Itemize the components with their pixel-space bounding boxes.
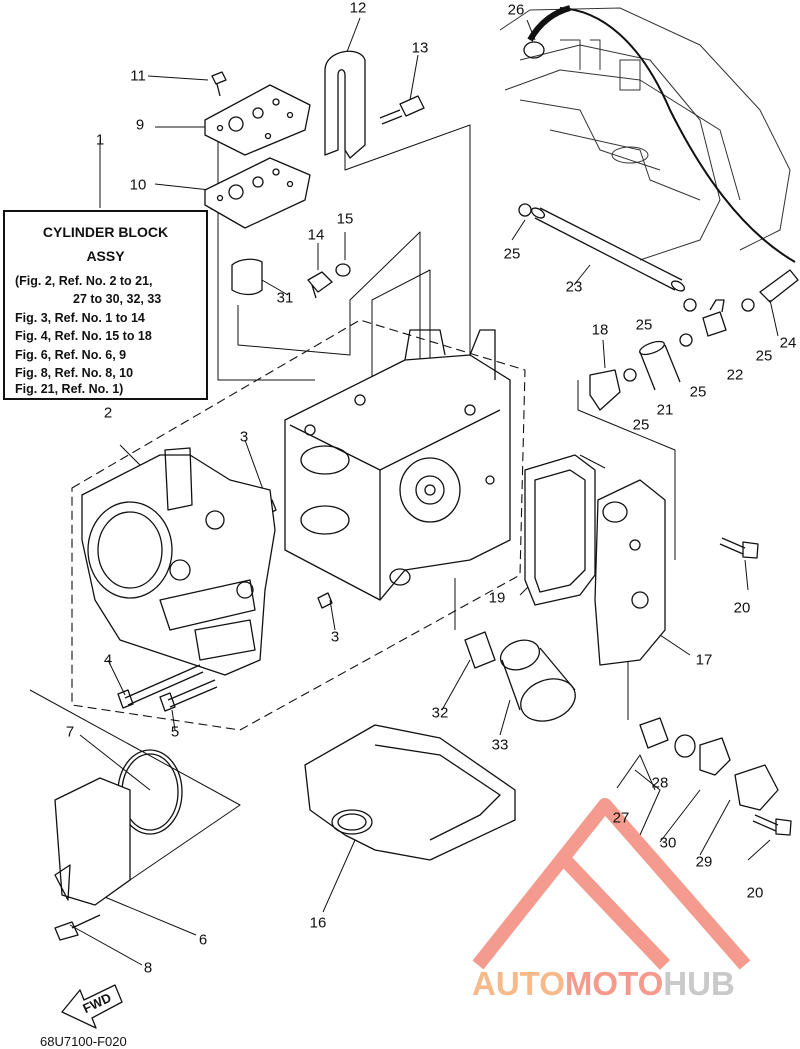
gasket-10	[204, 157, 311, 229]
callout-14: 14	[307, 226, 325, 244]
bolt-20b	[752, 814, 792, 836]
callout-4: 4	[103, 651, 113, 669]
housing-29	[734, 764, 779, 811]
info-line: (Fig. 2, Ref. No. 2 to 21,	[15, 274, 153, 288]
callout-7: 7	[65, 723, 75, 741]
callout-17: 17	[695, 651, 713, 669]
cover-6	[54, 777, 131, 906]
callout-24: 24	[779, 334, 797, 352]
part-27	[639, 717, 669, 749]
callout-2: 2	[103, 404, 113, 422]
callout-20: 20	[733, 599, 751, 617]
info-line: Fig. 4, Ref. No. 15 to 18	[15, 329, 152, 343]
stud-32	[464, 631, 496, 669]
hose-end-24	[759, 269, 799, 303]
info-line: Fig. 8, Ref. No. 8, 10	[15, 366, 134, 380]
bolt-5	[159, 679, 218, 712]
callout-22: 22	[726, 366, 744, 384]
callout-25: 25	[755, 347, 773, 365]
washer-28	[674, 734, 696, 758]
clip-26	[523, 41, 545, 59]
callout-25: 25	[503, 245, 521, 263]
callout-21: 21	[656, 401, 674, 419]
bracket-12	[324, 50, 366, 159]
callout-3: 3	[330, 628, 340, 646]
info-line: Fig. 3, Ref. No. 1 to 14	[15, 311, 145, 325]
plate-9	[204, 84, 311, 156]
clips-25	[518, 203, 755, 382]
pipe-23	[534, 207, 683, 291]
cover-17	[594, 479, 666, 666]
washer-15	[335, 263, 351, 277]
callout-16: 16	[309, 914, 327, 932]
bolt-11	[211, 71, 227, 97]
bolt-4	[117, 664, 204, 709]
bolt-20a	[719, 537, 759, 559]
info-box: CYLINDER BLOCK ASSY (Fig. 2, Ref. No. 2 …	[3, 210, 208, 400]
watermark-part-2: MOTO	[564, 965, 664, 1002]
callout-11: 11	[130, 67, 146, 85]
callout-25: 25	[635, 316, 653, 334]
callout-19: 19	[488, 589, 506, 607]
callout-32: 32	[431, 704, 449, 722]
callout-3: 3	[239, 428, 249, 446]
plug-14	[307, 271, 333, 299]
leader-lines	[69, 17, 779, 966]
drawing-code: 68U7100-F020	[40, 1034, 127, 1049]
oil-filter-33	[499, 639, 576, 722]
callout-10: 10	[129, 176, 147, 194]
bolt-13	[379, 95, 425, 125]
gasket-30	[699, 737, 731, 776]
watermark-part-1: AUTO	[472, 965, 565, 1002]
info-line: 27 to 30, 32, 33	[73, 292, 162, 306]
callout-18: 18	[591, 321, 609, 339]
gasket-16	[304, 724, 516, 861]
callout-1: 1	[95, 131, 105, 149]
callout-15: 15	[336, 210, 354, 228]
callout-20: 20	[746, 884, 764, 902]
cylinder-block	[284, 329, 511, 601]
hose-21	[639, 344, 681, 391]
callout-8: 8	[143, 959, 153, 977]
info-title-2: ASSY	[86, 248, 125, 264]
hose-end-26	[527, 5, 571, 42]
callout-28: 28	[651, 774, 669, 792]
crankcase	[81, 447, 276, 676]
callout-12: 12	[349, 0, 367, 17]
cap-31	[231, 258, 263, 296]
callout-9: 9	[135, 116, 145, 134]
watermark-part-3: HUB	[663, 965, 735, 1002]
callout-29: 29	[695, 853, 713, 871]
info-line: Fig. 21, Ref. No. 1)	[15, 382, 124, 396]
callout-30: 30	[659, 834, 677, 852]
info-title-1: CYLINDER BLOCK	[42, 224, 169, 240]
callout-23: 23	[565, 278, 583, 296]
callout-5: 5	[170, 723, 180, 741]
callout-13: 13	[411, 39, 429, 57]
callout-6: 6	[198, 931, 208, 949]
callout-25: 25	[689, 383, 707, 401]
joint-18	[589, 369, 621, 411]
hose-24-26	[559, 7, 796, 263]
dowel-3b	[317, 592, 333, 609]
watermark-text: AUTOMOTOHUB	[472, 965, 735, 1003]
joint-22	[702, 299, 727, 337]
reference-lines	[29, 124, 676, 881]
fwd-arrow	[61, 984, 123, 1029]
gasket-19	[524, 454, 596, 606]
bracket-outline	[499, 7, 791, 261]
callout-27: 27	[612, 809, 630, 827]
callout-31: 31	[276, 289, 294, 307]
bolt-8	[54, 914, 101, 941]
info-line: Fig. 6, Ref. No. 6, 9	[15, 348, 127, 362]
callout-25: 25	[632, 416, 650, 434]
watermark-logo	[472, 798, 751, 970]
callout-26: 26	[507, 1, 525, 19]
callout-33: 33	[491, 736, 509, 754]
